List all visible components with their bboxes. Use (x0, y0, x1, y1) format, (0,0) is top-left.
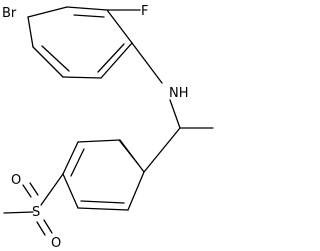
bond (41, 45, 70, 72)
atom-label-bromine: Br (2, 6, 17, 21)
bond (62, 76, 102, 79)
atom-label-oxygen-bottom: O (51, 236, 61, 251)
bond (127, 171, 145, 211)
bond (27, 16, 34, 48)
bond (77, 139, 121, 143)
bond (62, 141, 79, 175)
bond (32, 46, 64, 78)
bond (36, 221, 46, 236)
bond (27, 6, 68, 18)
bond (62, 173, 79, 209)
bond (29, 182, 39, 196)
bond (169, 99, 181, 129)
bond (43, 219, 53, 234)
bond (66, 6, 108, 11)
bond (40, 173, 64, 206)
bond (100, 42, 133, 79)
bond (143, 127, 181, 173)
atom-labels: Br F NH S O O (2, 4, 189, 251)
atom-label-fluorine: F (141, 4, 148, 19)
bond (118, 139, 139, 165)
structure-diagram: Br F NH S O O (2, 4, 214, 251)
bond (131, 42, 163, 84)
atom-label-amine: NH (169, 86, 189, 101)
bond (106, 9, 133, 44)
bond (3, 211, 34, 214)
bond (73, 14, 105, 18)
atom-label-sulfur: S (32, 205, 40, 220)
bonds (3, 6, 214, 236)
bond (80, 200, 125, 204)
bond (97, 43, 125, 73)
atom-label-oxygen-top: O (11, 173, 21, 188)
bond (77, 207, 129, 211)
bond (22, 184, 32, 198)
bond (70, 148, 85, 177)
